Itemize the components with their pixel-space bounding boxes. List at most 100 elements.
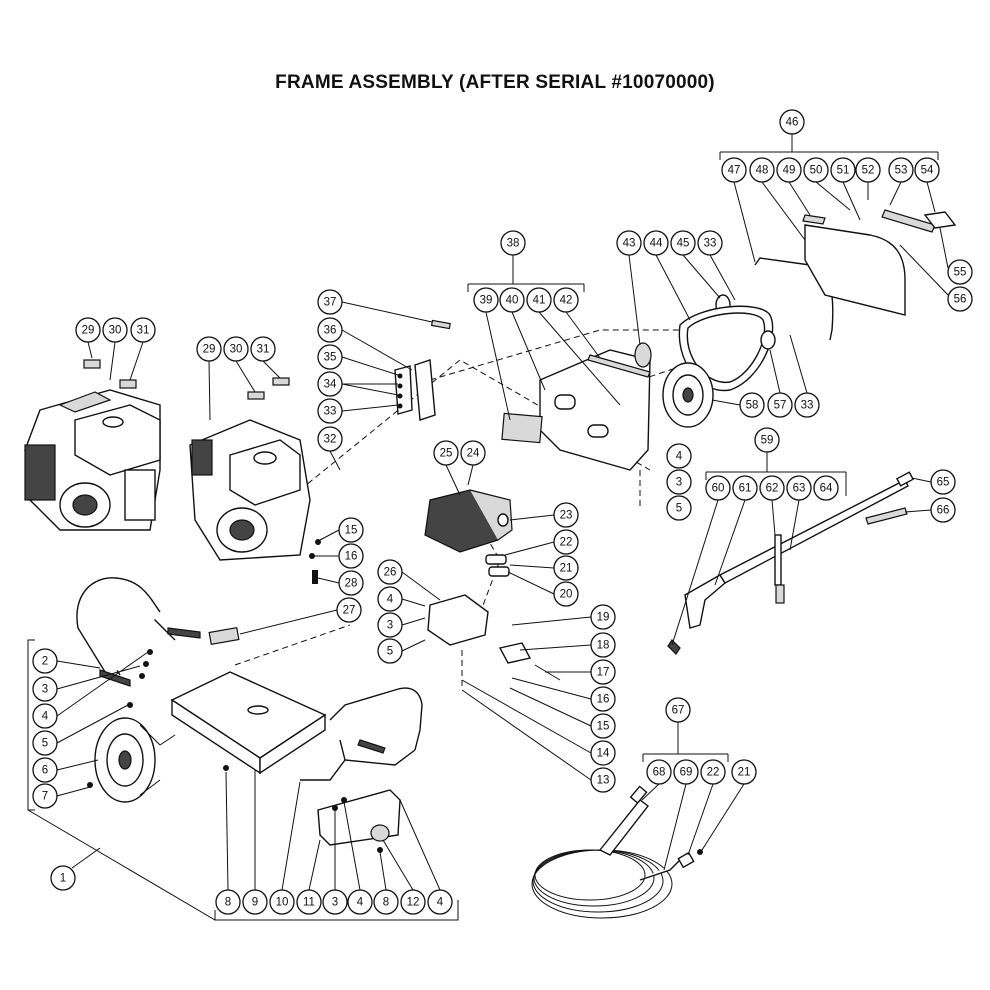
callout-64: 64	[813, 475, 839, 501]
callout-label: 62	[766, 483, 779, 495]
callout-circle	[590, 604, 616, 630]
callout-label: 3	[387, 620, 393, 632]
callout-circle	[223, 336, 249, 362]
callout-4: 4	[32, 703, 58, 729]
callout-label: 33	[324, 406, 337, 418]
callout-35: 35	[317, 344, 343, 370]
callout-label: 28	[345, 578, 358, 590]
callout-label: 66	[937, 505, 950, 517]
callout-circle	[473, 287, 499, 313]
belt-guard-plate	[485, 311, 651, 471]
pulley-belt-assembly	[628, 254, 808, 428]
callout-55: 55	[947, 259, 973, 285]
callout-28: 28	[338, 570, 364, 596]
callout-label: 3	[676, 477, 682, 489]
callout-12: 12	[400, 889, 426, 915]
callout-label: 61	[739, 483, 752, 495]
callout-label: 14	[597, 748, 610, 760]
callout-label: 2	[42, 656, 48, 668]
callout-circle	[250, 336, 276, 362]
callout-label: 52	[862, 165, 875, 177]
pressure-hose	[531, 783, 745, 919]
callout-label: 46	[786, 117, 799, 129]
callout-33: 33	[794, 392, 820, 418]
callout-circle	[317, 426, 343, 452]
callout-52: 52	[855, 157, 881, 183]
callout-label: 4	[437, 897, 444, 909]
callout-circle	[32, 676, 58, 702]
callout-11: 11	[296, 889, 322, 915]
callout-circle	[947, 286, 973, 312]
callout-69: 69	[673, 759, 699, 785]
callout-circle	[32, 730, 58, 756]
callout-36: 36	[317, 317, 343, 343]
callout-label: 8	[225, 897, 231, 909]
callout-26: 26	[377, 559, 403, 585]
cart-frame	[56, 577, 441, 891]
callout-label: 68	[653, 767, 666, 779]
callout-circle	[377, 638, 403, 664]
callout-circle	[700, 759, 726, 785]
callout-label: 29	[82, 325, 95, 337]
callout-circle	[590, 659, 616, 685]
belt-guard-cover	[733, 181, 957, 341]
callout-circle	[553, 581, 579, 607]
callout-circle	[338, 570, 364, 596]
callout-label: 21	[560, 563, 573, 575]
callout-4: 4	[347, 889, 373, 915]
callout-40: 40	[499, 287, 525, 313]
callout-label: 23	[560, 510, 573, 522]
callout-label: 24	[467, 448, 480, 460]
callout-label: 16	[345, 551, 358, 563]
callout-circle	[888, 157, 914, 183]
callout-3: 3	[666, 469, 692, 495]
callout-circle	[754, 427, 780, 453]
callout-label: 37	[324, 297, 337, 309]
callout-circle	[590, 686, 616, 712]
callout-circle	[590, 713, 616, 739]
callout-label: 4	[42, 711, 49, 723]
callout-label: 17	[597, 667, 610, 679]
callout-circle	[779, 109, 805, 135]
callout-23: 23	[553, 502, 579, 528]
callout-18: 18	[590, 632, 616, 658]
callout-68: 68	[646, 759, 672, 785]
callout-label: 22	[707, 767, 720, 779]
callout-circle	[643, 230, 669, 256]
callout-63: 63	[786, 475, 812, 501]
callout-label: 18	[597, 640, 610, 652]
callout-49: 49	[776, 157, 802, 183]
callout-65: 65	[930, 469, 956, 495]
callout-label: 3	[42, 684, 48, 696]
callout-circle	[767, 392, 793, 418]
callout-label: 50	[810, 165, 823, 177]
callout-62: 62	[759, 475, 785, 501]
callout-label: 42	[560, 295, 573, 307]
callout-32: 32	[317, 426, 343, 452]
callout-circle	[317, 371, 343, 397]
callout-label: 39	[480, 295, 493, 307]
callout-circle	[670, 230, 696, 256]
callout-21: 21	[731, 759, 757, 785]
callout-circle	[317, 398, 343, 424]
callout-label: 4	[676, 451, 683, 463]
callout-label: 65	[937, 477, 950, 489]
callout-41: 41	[526, 287, 552, 313]
callout-label: 13	[597, 775, 610, 787]
callout-label: 29	[203, 344, 216, 356]
callout-21: 21	[553, 555, 579, 581]
callout-67: 67	[665, 697, 691, 723]
engine-center	[189, 360, 311, 561]
callout-39: 39	[473, 287, 499, 313]
callout-circle	[813, 475, 839, 501]
valve-bracket	[461, 616, 592, 781]
callout-44: 44	[643, 230, 669, 256]
callout-label: 53	[895, 165, 908, 177]
callout-17: 17	[590, 659, 616, 685]
callout-circle	[242, 889, 268, 915]
callout-label: 25	[440, 448, 453, 460]
callout-22: 22	[700, 759, 726, 785]
callout-label: 32	[324, 434, 337, 446]
callout-circle	[830, 157, 856, 183]
